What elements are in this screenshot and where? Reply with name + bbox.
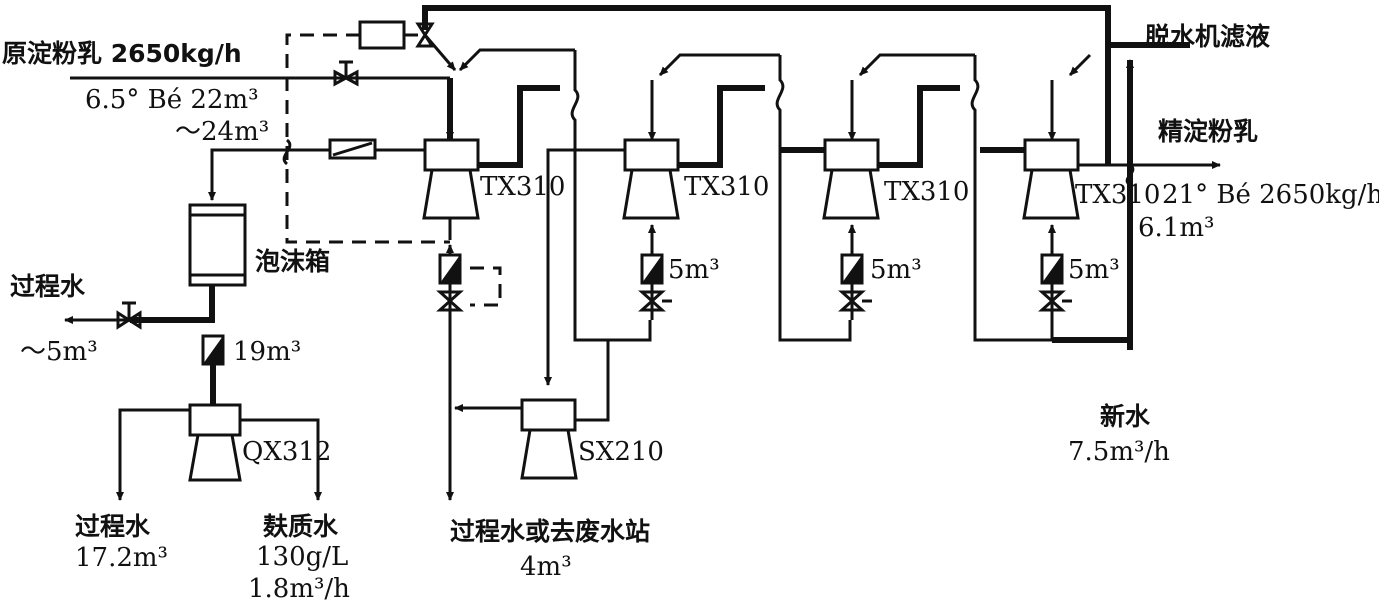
flow-5c-label: 5m³ xyxy=(1068,255,1120,285)
feed-spec: 6.5° Bé 22m³ xyxy=(85,85,259,115)
sx-label: SX210 xyxy=(578,437,664,467)
flow-19-label: 19m³ xyxy=(233,337,301,367)
gluten-water-label: 麸质水 xyxy=(262,512,339,541)
sx210-unit xyxy=(454,148,610,480)
waste-volume: 4m³ xyxy=(520,552,572,582)
tx1-label: TX310 xyxy=(480,172,565,202)
dashed-control xyxy=(285,33,502,307)
qx312-unit xyxy=(116,403,322,501)
qx-label: QX312 xyxy=(242,437,331,467)
tx310-unit-4 xyxy=(1022,138,1080,320)
tx3-label: TX310 xyxy=(884,177,969,207)
header-returns xyxy=(458,48,1092,141)
waste-label: 过程水或去废水站 xyxy=(450,517,650,546)
foam-box-lines xyxy=(208,138,425,201)
tx2-label: TX310 xyxy=(684,172,769,202)
overflow-links xyxy=(478,85,1025,168)
product-volume: 6.1m³ xyxy=(1138,213,1214,243)
fresh-water-flow: 7.5m³/h xyxy=(1068,437,1170,467)
process-water-bottom-volume: 17.2m³ xyxy=(75,543,168,573)
tx4-label: TX310 xyxy=(1075,180,1160,210)
feed-line xyxy=(70,60,454,141)
flow-5b-label: 5m³ xyxy=(870,255,922,285)
tx310-unit-3 xyxy=(822,138,880,320)
process-water-bottom-label: 过程水 xyxy=(75,512,151,541)
feed-range: ～24m³ xyxy=(175,117,269,147)
flow-5a-label: 5m³ xyxy=(668,255,720,285)
gluten-conc: 130g/L xyxy=(256,542,348,572)
filtrate-label: 脱水机滤液 xyxy=(1145,22,1270,51)
process-water-left-label: 过程水 xyxy=(10,272,86,301)
top-recycle-line xyxy=(422,5,1190,165)
crossing-lines xyxy=(282,50,1054,342)
product-spec: 21° Bé 2650kg/h xyxy=(1162,180,1379,210)
feed-label: 原淀粉乳 2650kg/h xyxy=(2,39,242,68)
foam-box-label: 泡沫箱 xyxy=(255,247,330,276)
process-water-left-volume: ～5m³ xyxy=(20,337,98,367)
tx310-unit-1 xyxy=(422,138,480,501)
fresh-water-label: 新水 xyxy=(1100,402,1151,431)
tx310-unit-2 xyxy=(622,138,680,320)
controller-box xyxy=(358,20,457,71)
process-water-left-line xyxy=(64,285,215,330)
foam-box xyxy=(188,203,247,287)
flowmeter-19 xyxy=(201,334,225,405)
gluten-flow: 1.8m³/h xyxy=(248,574,350,604)
product-label: 精淀粉乳 xyxy=(1158,117,1258,146)
